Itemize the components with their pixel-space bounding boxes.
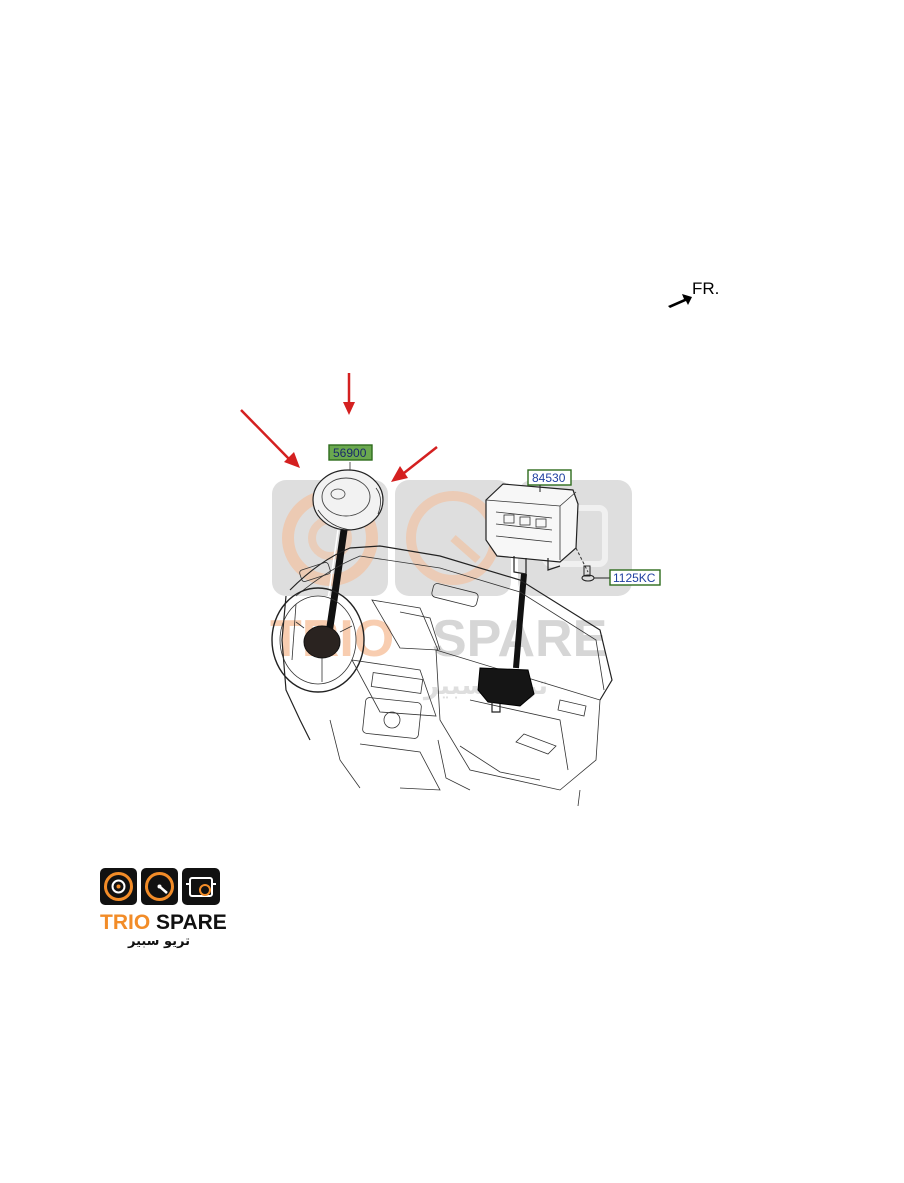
svg-text:84530: 84530 [532,471,566,485]
dash-mounted-airbag [477,667,535,707]
part-label-1125KC: 1125KC [609,569,661,586]
logo-arabic-name: تريو سبير [127,934,190,949]
steering-hub [303,625,341,659]
front-direction-arrow-icon [668,294,692,308]
part-label-84530: 84530 [527,469,572,492]
callout-arrows [240,373,438,482]
brand-logo: TRIO SPARE تريو سبير [100,868,227,949]
callout-arrow-left [240,409,300,468]
engine-icon [189,877,213,897]
passenger-airbag-module [485,483,579,575]
mounting-bolt [575,547,610,582]
driver-airbag-module [312,462,384,531]
front-direction-indicator: FR. [668,279,719,308]
part-label-56900: 56900 [328,444,373,461]
front-direction-label: FR. [692,279,719,298]
watermark-tile-speedometer [395,480,511,596]
speaker-icon [104,872,133,901]
svg-text:1125KC: 1125KC [613,571,656,585]
svg-text:56900: 56900 [333,446,367,460]
speedometer-icon [145,872,174,901]
logo-brand-trio: TRIO [100,911,150,934]
callout-arrow-top [343,373,355,415]
dashboard-line-art [271,545,613,807]
logo-brand-spare: SPARE [156,911,227,934]
callout-arrow-right [391,446,438,482]
